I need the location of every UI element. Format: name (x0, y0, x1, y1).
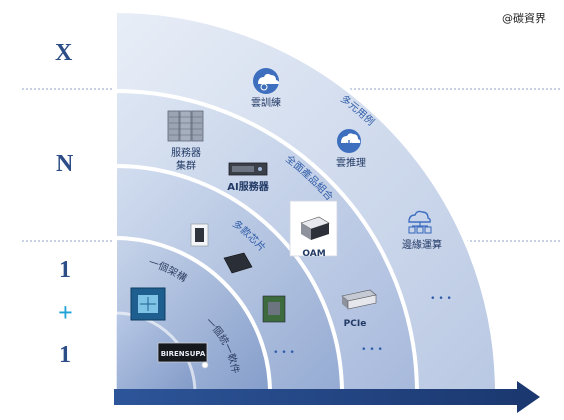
cloud-training-label: 雲訓練 (251, 96, 281, 109)
birensupa-chip-label: BIRENSUPA (161, 350, 206, 358)
oam-card-icon (289, 200, 338, 257)
chip-board-icon (262, 295, 286, 323)
cloud-inference-label: 雲推理 (336, 156, 366, 169)
edge-computing-label: 邊緣運算 (402, 238, 442, 251)
growth-arrow (114, 381, 540, 413)
pcie-card-icon (341, 289, 377, 310)
edge-computing-icon (408, 210, 432, 234)
ellipsis-products: • • • (361, 345, 383, 355)
server-cluster-label-line2: 集群 (176, 159, 196, 172)
ellipsis-chips: • • • (273, 348, 295, 358)
watermark: @碳資界 (502, 12, 546, 25)
ai-server-label: AI服務器 (227, 180, 269, 193)
chip-package-icon (223, 252, 253, 274)
chip-module-icon (190, 223, 209, 247)
ai-server-icon (228, 162, 268, 176)
ellipsis-use-cases: • • • (430, 294, 452, 304)
level-label-n: N (56, 151, 74, 177)
server-cluster-label-line1: 服務器 (171, 146, 201, 159)
architecture-chip-icon (130, 287, 166, 321)
level-label-one-top: 1 (59, 257, 71, 283)
cloud-training-icon (253, 68, 280, 94)
cloud-inference-icon (337, 129, 361, 153)
server-cluster-icon (167, 110, 204, 142)
oam-label: OAM (302, 249, 325, 259)
level-label-x: X (55, 40, 73, 66)
ring-software-platform (113, 311, 197, 395)
level-label-one-bottom: 1 (59, 342, 71, 368)
birensupa-chip-icon (157, 342, 209, 369)
pcie-label: PCIe (344, 319, 367, 329)
level-label-plus: + (58, 298, 73, 327)
